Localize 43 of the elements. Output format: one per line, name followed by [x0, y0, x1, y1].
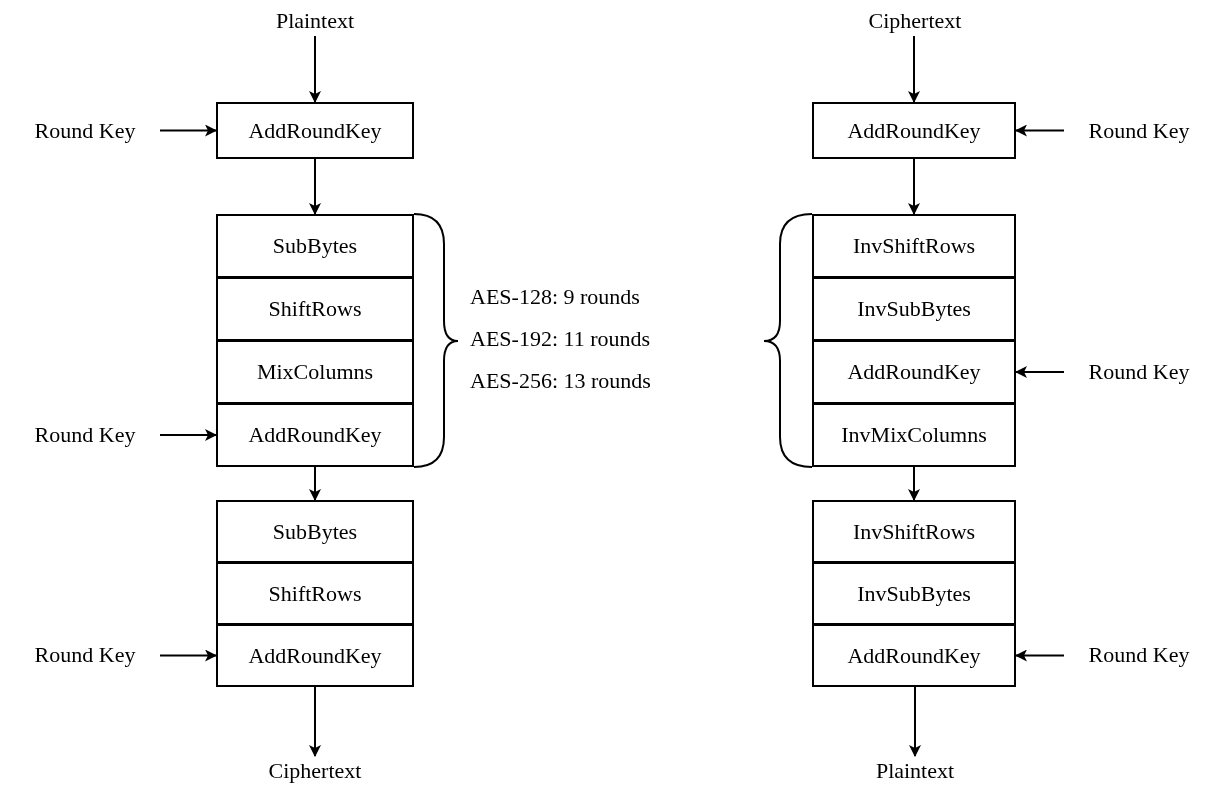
io-label: Ciphertext — [240, 756, 390, 786]
io-label: Ciphertext — [840, 6, 990, 36]
io-label: Plaintext — [240, 6, 390, 36]
round-count-note: AES-256: 13 rounds — [470, 368, 651, 394]
io-label: Round Key — [10, 116, 160, 146]
io-label: Round Key — [10, 640, 160, 670]
arrow — [908, 466, 920, 501]
process-box: MixColumns — [216, 340, 414, 404]
arrow — [309, 35, 321, 103]
process-box: AddRoundKey — [812, 102, 1016, 159]
process-box: InvSubBytes — [812, 562, 1016, 625]
arrow — [1015, 124, 1065, 137]
arrow — [309, 158, 321, 215]
arrow — [1015, 366, 1065, 378]
process-box: AddRoundKey — [216, 624, 414, 687]
io-label: Round Key — [10, 420, 160, 450]
process-box: InvSubBytes — [812, 277, 1016, 341]
round-count-note: AES-128: 9 rounds — [470, 284, 640, 310]
round-count-note: AES-192: 11 rounds — [470, 326, 651, 352]
arrow — [309, 686, 321, 757]
process-box: AddRoundKey — [216, 403, 414, 467]
process-box: ShiftRows — [216, 277, 414, 341]
io-label: Round Key — [1064, 116, 1214, 146]
arrow — [1015, 649, 1065, 662]
arrow — [908, 158, 920, 215]
io-label: Plaintext — [840, 756, 990, 786]
process-box: InvShiftRows — [812, 214, 1016, 278]
process-box: AddRoundKey — [812, 340, 1016, 404]
arrow — [159, 649, 217, 662]
process-box: AddRoundKey — [812, 624, 1016, 687]
process-box: SubBytes — [216, 500, 414, 563]
process-box: SubBytes — [216, 214, 414, 278]
arrow — [908, 35, 920, 103]
arrow — [159, 429, 217, 441]
process-box: InvMixColumns — [812, 403, 1016, 467]
arrow — [309, 466, 321, 501]
io-label: Round Key — [1064, 640, 1214, 670]
arrow — [159, 124, 217, 137]
process-box: ShiftRows — [216, 562, 414, 625]
process-box: InvShiftRows — [812, 500, 1016, 563]
io-label: Round Key — [1064, 357, 1214, 387]
arrow — [909, 686, 921, 757]
process-box: AddRoundKey — [216, 102, 414, 159]
